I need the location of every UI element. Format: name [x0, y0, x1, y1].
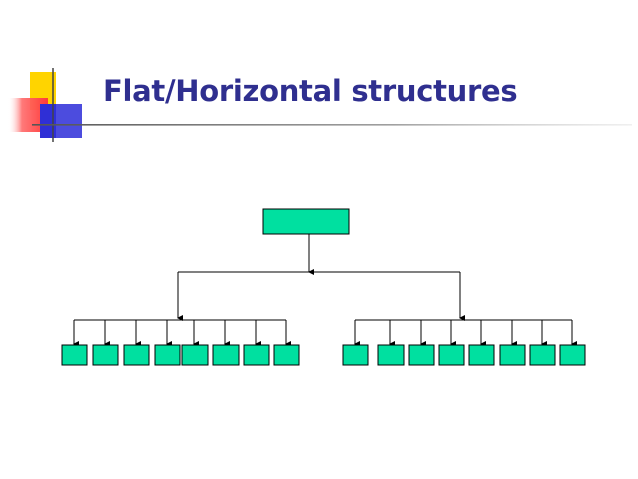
- left-child-node: [212, 344, 240, 366]
- right-child-node: [408, 344, 435, 366]
- left-child-node: [181, 344, 209, 366]
- decor-blue-square-fade: [56, 104, 82, 138]
- decor-horizontal-rule: [32, 124, 632, 126]
- right-child-node: [438, 344, 465, 366]
- left-child-node: [273, 344, 300, 366]
- right-child-node: [468, 344, 495, 366]
- slide-title: Flat/Horizontal structures: [103, 74, 518, 108]
- left-child-node: [243, 344, 270, 366]
- left-child-node: [154, 344, 181, 366]
- root-node: [262, 208, 350, 235]
- left-child-node: [123, 344, 150, 366]
- right-child-node: [499, 344, 526, 366]
- right-group-children: [342, 320, 586, 366]
- left-child-node: [92, 344, 119, 366]
- decorative-corner-graphic: [8, 68, 632, 142]
- right-child-node: [342, 344, 369, 366]
- left-child-node: [61, 344, 88, 366]
- left-group-children: [61, 320, 300, 366]
- right-child-node: [377, 344, 405, 366]
- right-child-node: [529, 344, 556, 366]
- right-child-node: [559, 344, 586, 366]
